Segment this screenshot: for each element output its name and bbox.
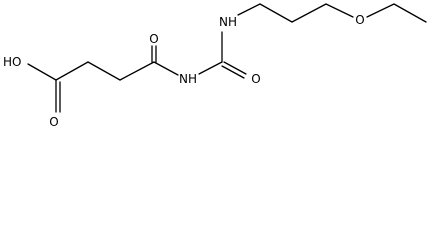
bond-c9-c10 xyxy=(393,3,427,23)
bond-amine-n-c6 xyxy=(237,3,261,16)
bond-c5-urea-oxygen-b xyxy=(221,65,245,79)
bond-c2-c3 xyxy=(87,61,121,81)
bond-c5-urea-oxygen-a xyxy=(223,61,247,75)
bond-c8-ether-oxygen xyxy=(325,3,354,18)
imide-nitrogen-label: NH xyxy=(179,72,197,86)
bond-c3-c4 xyxy=(119,61,155,81)
ether-oxygen-label: O xyxy=(355,13,364,27)
bond-imide-n-c5 xyxy=(198,61,223,75)
molecule-structure: HO O O NH O NH O xyxy=(3,3,427,129)
bond-c4-imide-n xyxy=(153,61,179,76)
bond-c7-c8 xyxy=(291,3,327,23)
ketone-oxygen-label: O xyxy=(149,32,158,46)
urea-carbonyl-oxygen-label: O xyxy=(251,72,260,86)
acid-carbonyl-oxygen-label: O xyxy=(49,115,58,129)
hydroxyl-label: HO xyxy=(3,55,21,69)
bond-ether-oxygen-c9 xyxy=(366,3,395,18)
bond-c1-c2 xyxy=(55,61,89,81)
bond-c6-c7 xyxy=(259,3,293,23)
amine-nitrogen-label: NH xyxy=(219,15,237,29)
bond-hydroxyl-c1 xyxy=(27,63,57,81)
